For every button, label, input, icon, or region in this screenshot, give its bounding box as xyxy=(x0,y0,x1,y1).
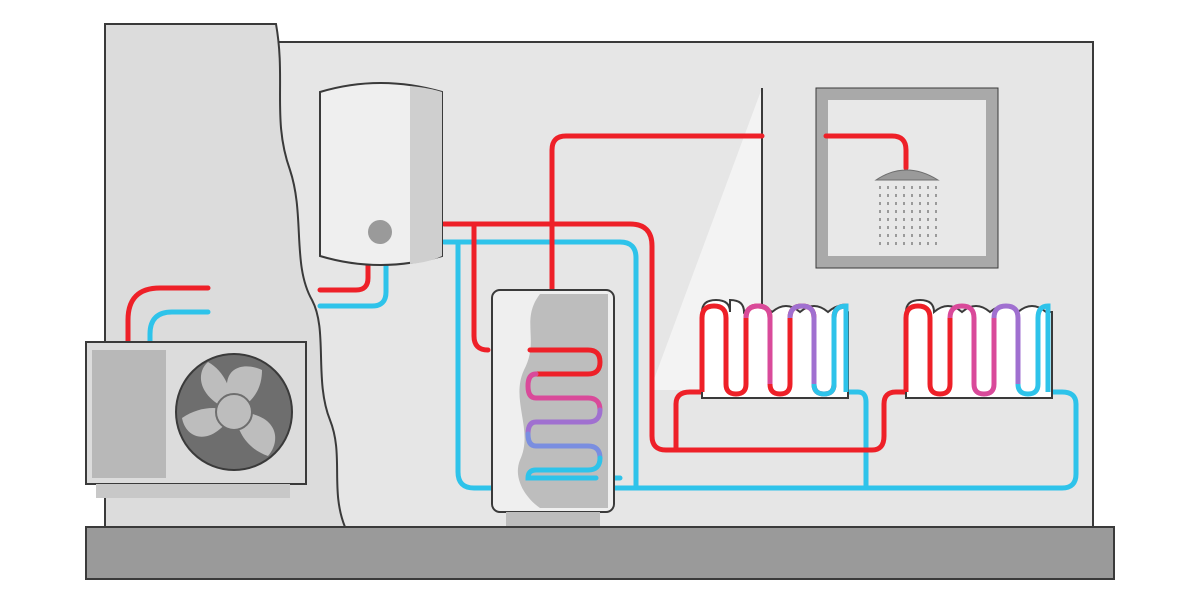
boiler-indicator xyxy=(368,220,392,244)
hot-water-pipes xyxy=(125,133,909,453)
tank-coil xyxy=(525,347,603,481)
radiator-icon xyxy=(699,298,849,399)
floor-slab xyxy=(85,526,1115,580)
radiator-icon xyxy=(903,298,1053,399)
storage-tank-icon xyxy=(491,289,615,526)
water-drops xyxy=(879,186,937,250)
heat-pump-unit xyxy=(85,341,307,498)
fan-icon xyxy=(175,353,293,471)
water-heater-icon xyxy=(319,82,443,266)
shower-head-icon xyxy=(815,87,999,269)
